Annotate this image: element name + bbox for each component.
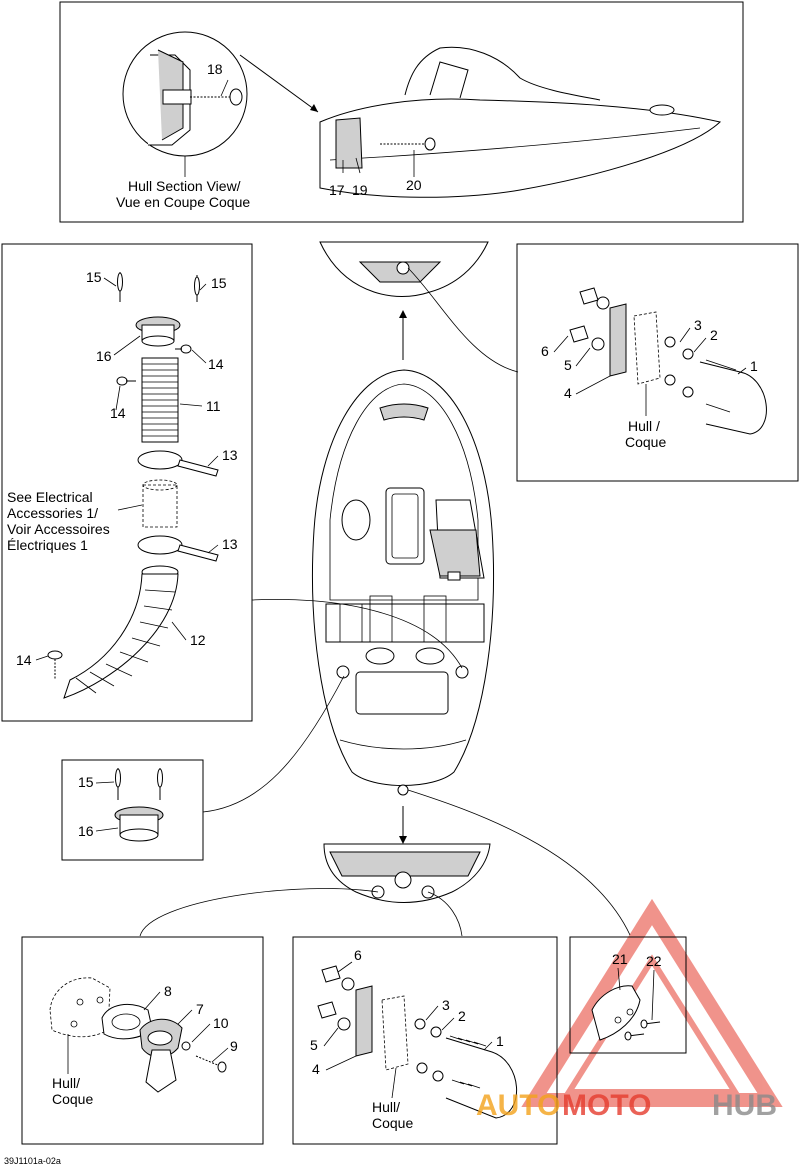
callout-13-a: 13 xyxy=(222,447,238,463)
callout-10: 10 xyxy=(213,1015,229,1031)
callout-20: 20 xyxy=(406,177,422,193)
ventilation-assembly xyxy=(47,272,219,699)
callout-14-left-c: 14 xyxy=(16,652,32,668)
hull-side-view xyxy=(239,46,722,198)
panel-bracket xyxy=(569,936,687,1054)
callout-3-mid: 3 xyxy=(442,997,450,1013)
watermark-text: AUTO MOTO HUB xyxy=(476,1089,777,1122)
callout-16-left: 16 xyxy=(96,348,112,364)
see-electrical-caption-2: Accessories 1/ xyxy=(7,505,98,521)
hull-coque-bottom-mid-2: Coque xyxy=(372,1115,413,1131)
callout-3-right: 3 xyxy=(694,317,702,333)
front-ubolt-assembly xyxy=(569,287,767,435)
watermark-auto: AUTO xyxy=(476,1089,560,1122)
leader-vent xyxy=(251,598,463,669)
watermark-hub: HUB xyxy=(712,1089,777,1122)
callout-15-small: 15 xyxy=(78,774,94,790)
leader-front-eye xyxy=(407,267,519,373)
callout-14-left-b: 14 xyxy=(110,405,126,421)
callout-1-right: 1 xyxy=(750,358,758,374)
callout-4-mid: 4 xyxy=(312,1061,320,1077)
bracket-assembly xyxy=(591,985,661,1041)
callout-22: 22 xyxy=(646,953,662,969)
figure-code: 39J1101a-02a xyxy=(4,1156,61,1166)
see-electrical-caption-3: Voir Accessoires xyxy=(7,521,110,537)
rear-ubolt-assembly xyxy=(317,965,518,1119)
watermark-moto: MOTO xyxy=(562,1089,651,1122)
callout-13-b: 13 xyxy=(222,536,238,552)
callout-7: 7 xyxy=(196,1001,204,1017)
watermark-logo xyxy=(521,898,783,1107)
callout-17: 17 xyxy=(329,182,345,198)
drain-plug-assembly xyxy=(49,977,227,1093)
callout-5-mid: 5 xyxy=(310,1037,318,1053)
callout-1-mid: 1 xyxy=(496,1033,504,1049)
hull-coque-bottom-left-2: Coque xyxy=(52,1091,93,1107)
leader-stern xyxy=(407,789,631,936)
callout-14-left-a: 14 xyxy=(208,356,224,372)
callout-18: 18 xyxy=(207,61,223,77)
callout-15-left-b: 15 xyxy=(211,275,227,291)
callout-6-mid: 6 xyxy=(354,947,362,963)
vent-cap-assembly xyxy=(114,768,164,842)
callout-2-right: 2 xyxy=(710,327,718,343)
panel-drain-plug xyxy=(21,936,264,1145)
hull-coque-bottom-mid-1: Hull/ xyxy=(372,1099,400,1115)
callout-5-right: 5 xyxy=(564,357,572,373)
callout-16-small: 16 xyxy=(78,823,94,839)
panel-vent-cap xyxy=(61,759,204,861)
callout-2-mid: 2 xyxy=(458,1008,466,1024)
see-electrical-caption-1: See Electrical xyxy=(7,489,93,505)
leader-rear-eye xyxy=(427,891,463,937)
callout-19: 19 xyxy=(352,182,368,198)
hull-coque-right-2: Coque xyxy=(625,434,666,450)
callout-12: 12 xyxy=(190,632,206,648)
leader-drain xyxy=(139,888,379,937)
hull-section-caption-1: Hull Section View/ xyxy=(128,178,241,194)
panel-ventilation xyxy=(1,243,253,722)
callout-11: 11 xyxy=(206,398,221,414)
callout-6-right: 6 xyxy=(541,343,549,359)
panel-hull-section xyxy=(59,1,744,223)
callout-9: 9 xyxy=(230,1038,238,1054)
panel-front-ubolt xyxy=(516,243,799,482)
hull-section-caption-2: Vue en Coupe Coque xyxy=(116,194,250,210)
panel-rear-ubolt xyxy=(292,936,558,1145)
callout-4-right: 4 xyxy=(564,385,572,401)
hull-section-detail xyxy=(122,31,248,177)
see-electrical-caption-4: Électriques 1 xyxy=(7,537,88,553)
callout-8: 8 xyxy=(164,983,172,999)
hull-coque-bottom-left-1: Hull/ xyxy=(52,1075,80,1091)
leader-vent-cap xyxy=(202,675,345,813)
callout-15-left-a: 15 xyxy=(86,269,102,285)
hull-coque-right-1: Hull / xyxy=(628,418,660,434)
watercraft-top-view xyxy=(312,241,494,903)
callout-21: 21 xyxy=(612,951,628,967)
